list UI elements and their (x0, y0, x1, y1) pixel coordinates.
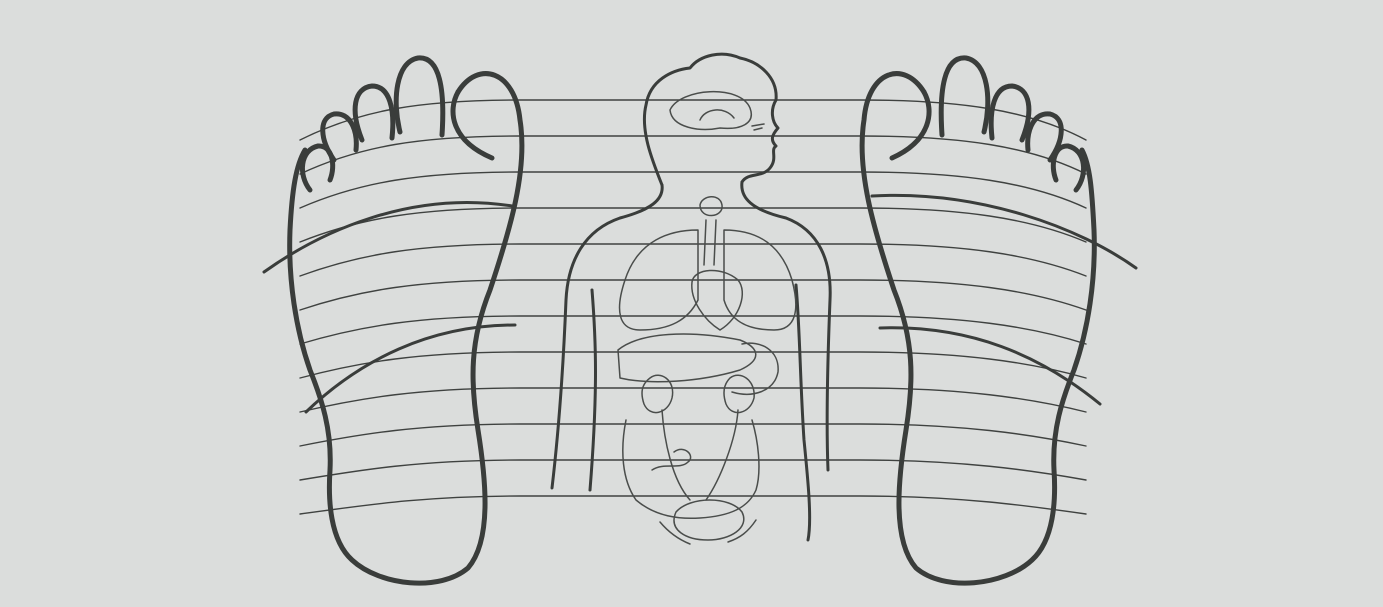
zone-line (300, 316, 1086, 344)
left-diaphragm-line (264, 203, 512, 272)
torso-outline-right (742, 182, 830, 470)
torso-outline-left (552, 185, 662, 488)
zone-line (300, 460, 1086, 480)
zone-line (300, 136, 1086, 174)
eye-icon (752, 124, 764, 130)
left-toe-2 (396, 58, 443, 135)
zone-line (300, 424, 1086, 446)
left-kidney-icon (642, 375, 673, 412)
brain-inner (700, 110, 734, 120)
head-outline (644, 54, 778, 185)
thyroid-icon (700, 197, 722, 216)
zone-line (300, 352, 1086, 378)
zone-line (300, 388, 1086, 412)
liver-icon (618, 334, 756, 382)
right-toe-5 (1053, 146, 1083, 190)
zone-line (300, 208, 1086, 242)
zone-line (300, 244, 1086, 276)
right-toe-2 (941, 58, 988, 135)
left-toe-5 (302, 146, 332, 190)
zone-line (300, 100, 1086, 140)
right-inner-arm (796, 285, 810, 540)
bladder-icon (674, 500, 744, 540)
trachea (704, 220, 716, 265)
human-figure (552, 54, 830, 544)
zone-line (300, 496, 1086, 514)
